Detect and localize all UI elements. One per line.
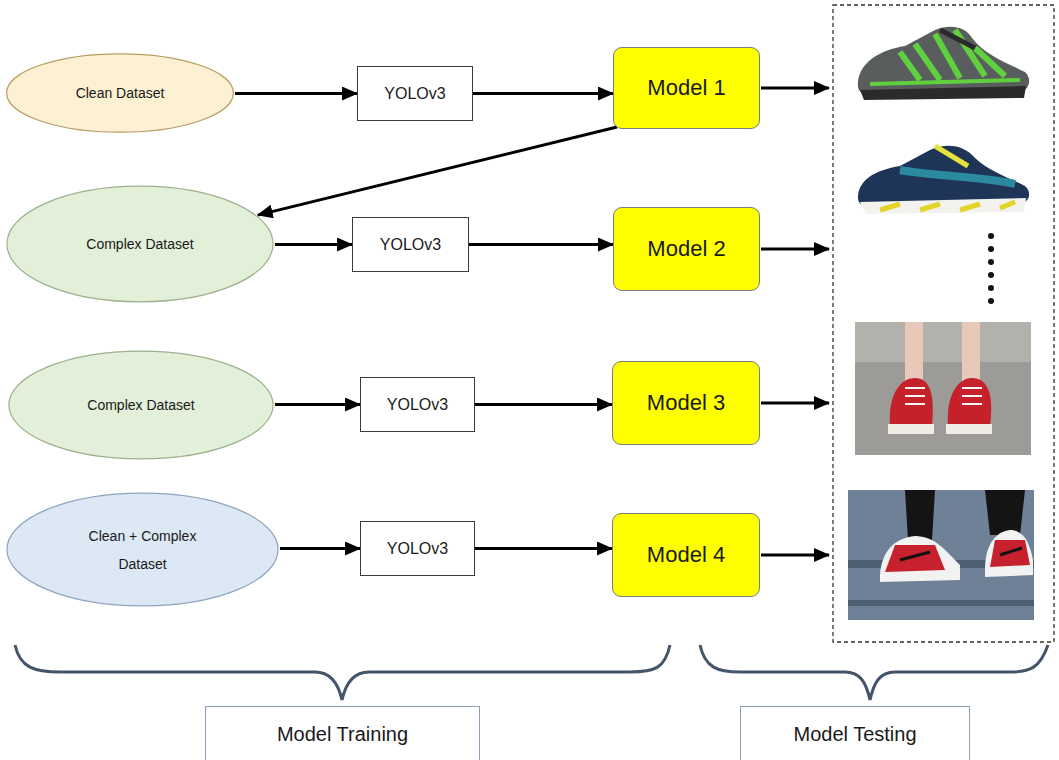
node-label: YOLOv3 — [380, 235, 441, 254]
brace — [700, 645, 1048, 700]
model-label: Model 2 — [647, 236, 725, 262]
node-label: Complex Dataset — [87, 397, 194, 414]
test-arrow — [761, 87, 829, 90]
node-label: Clean Dataset — [76, 85, 165, 102]
flow-arrow — [258, 127, 617, 215]
node-label: Clean + Complex Dataset — [78, 522, 208, 578]
test-arrow — [761, 248, 829, 251]
section-label-box: Model Training — [205, 706, 480, 760]
node-label: Model Testing — [793, 722, 916, 746]
flow-arrow — [235, 92, 357, 95]
flow-arrow — [473, 92, 613, 95]
model-label: Model 1 — [647, 75, 725, 101]
model-box: Model 3 — [612, 361, 760, 445]
shoe-photo — [848, 490, 1034, 620]
node-label: Model Training — [277, 722, 408, 746]
flow-arrow — [280, 547, 360, 550]
model-box: Model 2 — [613, 207, 760, 291]
flow-arrow — [469, 243, 613, 246]
shoe-image — [858, 27, 1029, 100]
dataset-ellipse: Complex Dataset — [5, 185, 275, 303]
flow-arrow — [475, 547, 612, 550]
node-label: YOLOv3 — [387, 539, 448, 558]
dataset-ellipse: Clean Dataset — [5, 53, 235, 133]
shoe-photo — [855, 322, 1031, 455]
process-box: YOLOv3 — [352, 217, 469, 272]
flow-arrow — [275, 243, 352, 246]
test-arrow — [761, 402, 829, 405]
flow-arrow — [475, 403, 612, 406]
ellipse-outline — [5, 492, 280, 607]
node-label: YOLOv3 — [384, 84, 445, 103]
node-label: Complex Dataset — [86, 236, 193, 253]
process-box: YOLOv3 — [360, 377, 475, 432]
brace — [15, 645, 670, 700]
ellipsis-dots — [988, 233, 994, 304]
model-label: Model 4 — [647, 542, 725, 568]
flow-arrow — [275, 403, 360, 406]
model-box: Model 1 — [613, 47, 760, 129]
dataset-ellipse: Clean + Complex Dataset — [5, 492, 280, 607]
model-label: Model 3 — [647, 390, 725, 416]
process-box: YOLOv3 — [357, 66, 473, 121]
dataset-ellipse: Complex Dataset — [7, 350, 275, 460]
test-panel — [833, 5, 1054, 642]
section-label-box: Model Testing — [740, 706, 970, 760]
shoe-image — [858, 146, 1029, 214]
node-label: YOLOv3 — [387, 395, 448, 414]
process-box: YOLOv3 — [360, 521, 475, 576]
test-arrow — [761, 554, 829, 557]
model-box: Model 4 — [612, 513, 760, 597]
